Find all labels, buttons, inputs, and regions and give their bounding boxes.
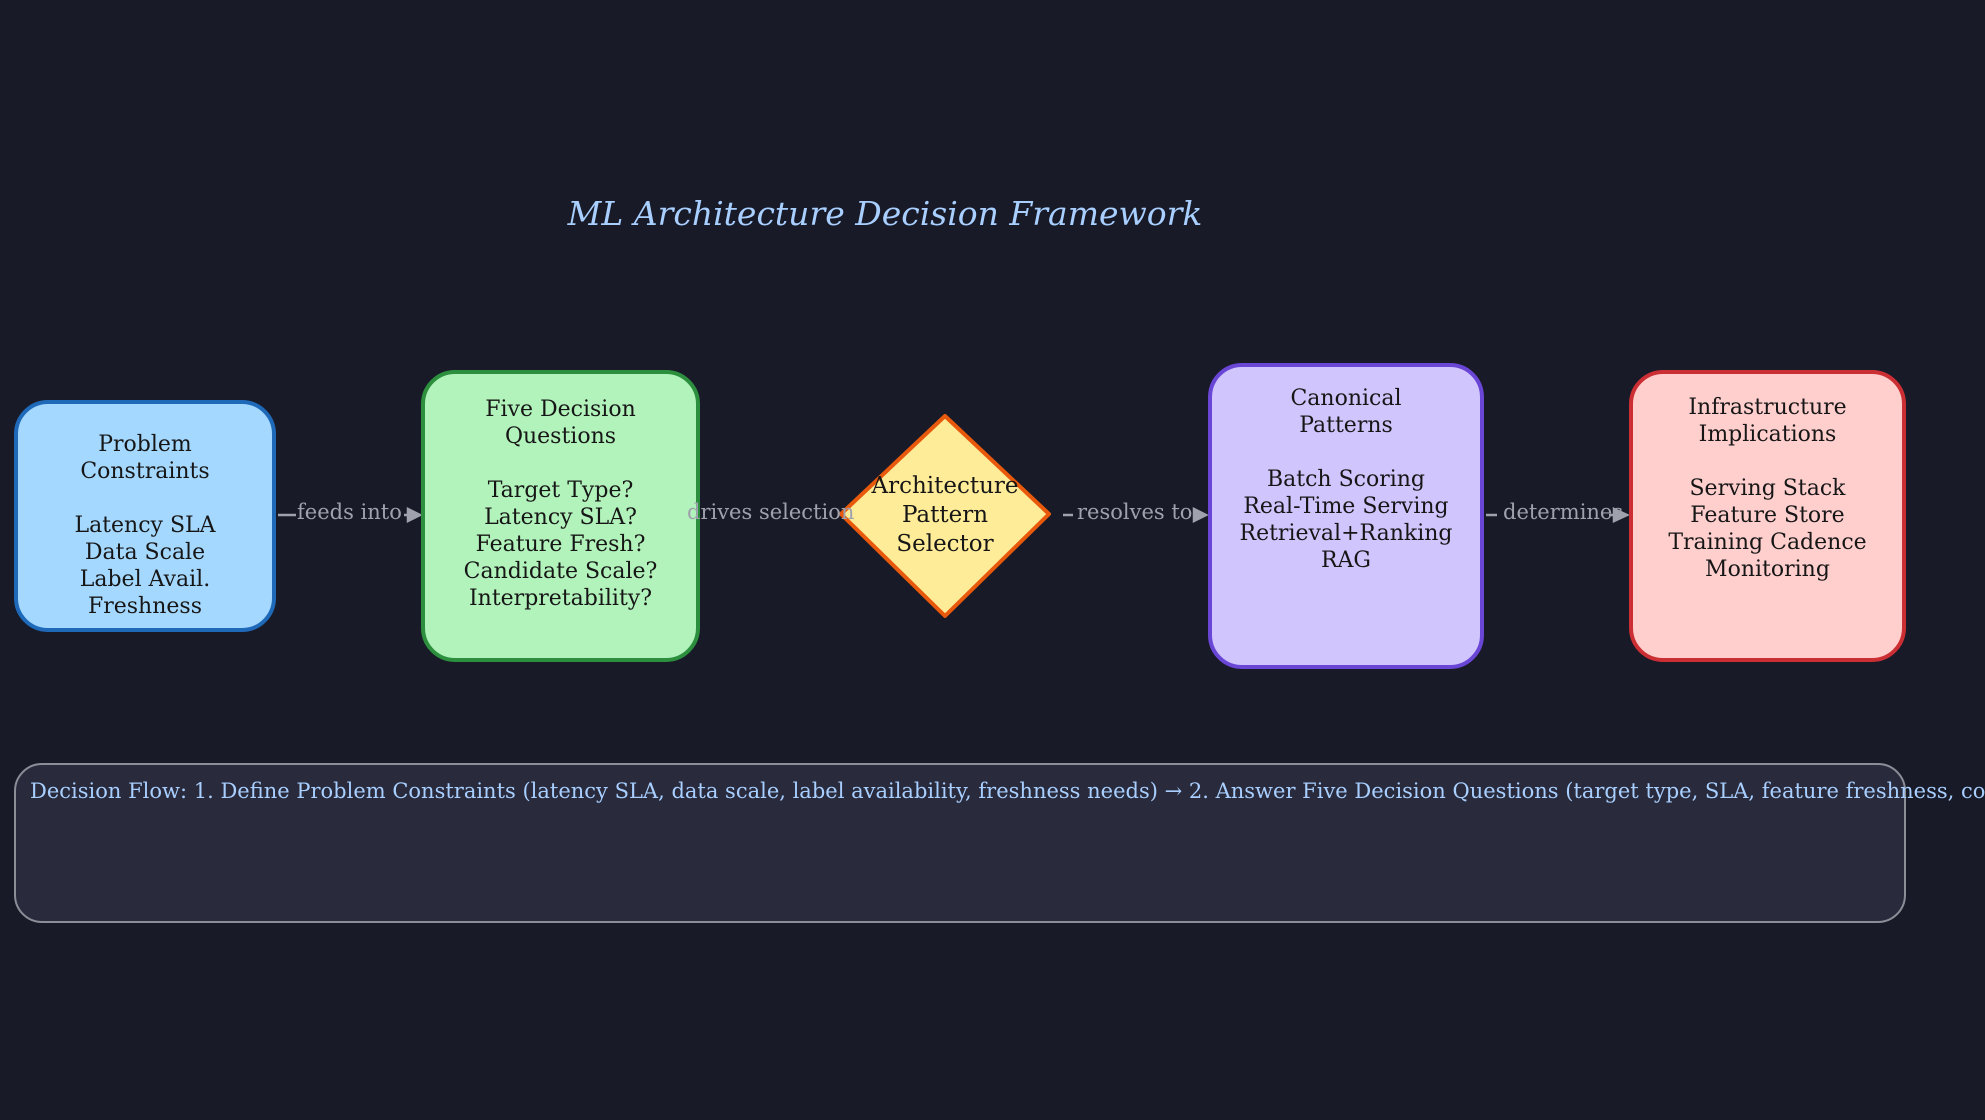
infra-item: Monitoring [1705, 557, 1830, 582]
constraint-item: Label Avail. [79, 567, 211, 592]
constraint-item: Latency SLA [74, 513, 216, 538]
problem-constraints-title: Problem Constraints [80, 432, 210, 484]
edge-label-determines: determines [1503, 500, 1624, 524]
constraint-item: Freshness [87, 594, 202, 619]
constraint-item: Data Scale [84, 540, 206, 565]
infra-item: Feature Store [1690, 503, 1845, 528]
canonical-patterns-items: Batch Scoring Real-Time Serving Retrieva… [1240, 466, 1453, 574]
infrastructure-implications-node[interactable]: Infrastructure Implications Serving Stac… [1629, 370, 1906, 662]
infrastructure-implications-items: Serving Stack Feature Store Training Cad… [1668, 475, 1866, 583]
question-item: Latency SLA? [484, 505, 637, 530]
problem-constraints-items: Latency SLA Data Scale Label Avail. Fres… [74, 512, 215, 620]
question-item: Interpretability? [468, 586, 653, 611]
pattern-item: Retrieval+Ranking [1239, 521, 1453, 546]
arrowhead-resolves-to [1192, 506, 1209, 524]
pattern-selector-label: Architecture Pattern Selector [871, 473, 1019, 557]
canonical-patterns-node[interactable]: Canonical Patterns Batch Scoring Real-Ti… [1208, 363, 1484, 669]
infra-item: Serving Stack [1689, 476, 1846, 501]
infrastructure-implications-title: Infrastructure Implications [1688, 395, 1847, 447]
decision-questions-title: Five Decision Questions [485, 397, 636, 449]
pattern-item: Batch Scoring [1266, 467, 1426, 492]
decision-flow-text: Decision Flow: 1. Define Problem Constra… [30, 779, 1985, 803]
pattern-item: Real-Time Serving [1243, 494, 1449, 519]
edge-label-feeds-into: feeds into [297, 500, 402, 524]
canonical-patterns-title: Canonical Patterns [1290, 386, 1402, 438]
arrowhead-determines [1612, 507, 1630, 523]
decision-questions-items: Target Type? Latency SLA? Feature Fresh?… [464, 477, 658, 612]
decision-questions-node[interactable]: Five Decision Questions Target Type? Lat… [421, 370, 700, 662]
pattern-selector-node[interactable]: Architecture Pattern Selector [835, 412, 1055, 620]
question-item: Feature Fresh? [475, 532, 646, 557]
problem-constraints-node[interactable]: Problem Constraints Latency SLA Data Sca… [14, 400, 276, 632]
decision-flow-panel: Decision Flow: 1. Define Problem Constra… [14, 763, 1985, 923]
diagram-title: ML Architecture Decision Framework [567, 194, 1203, 233]
question-item: Target Type? [487, 478, 634, 503]
edge-label-resolves-to: resolves to [1077, 500, 1193, 524]
pattern-item: RAG [1320, 548, 1372, 573]
edges-layer [278, 506, 1630, 524]
edge-label-drives-selection: drives selection [687, 500, 855, 524]
infra-item: Training Cadence [1668, 530, 1867, 555]
arrowhead-feeds-into [406, 506, 423, 524]
question-item: Candidate Scale? [463, 559, 658, 584]
diamond-shape [839, 414, 1051, 618]
